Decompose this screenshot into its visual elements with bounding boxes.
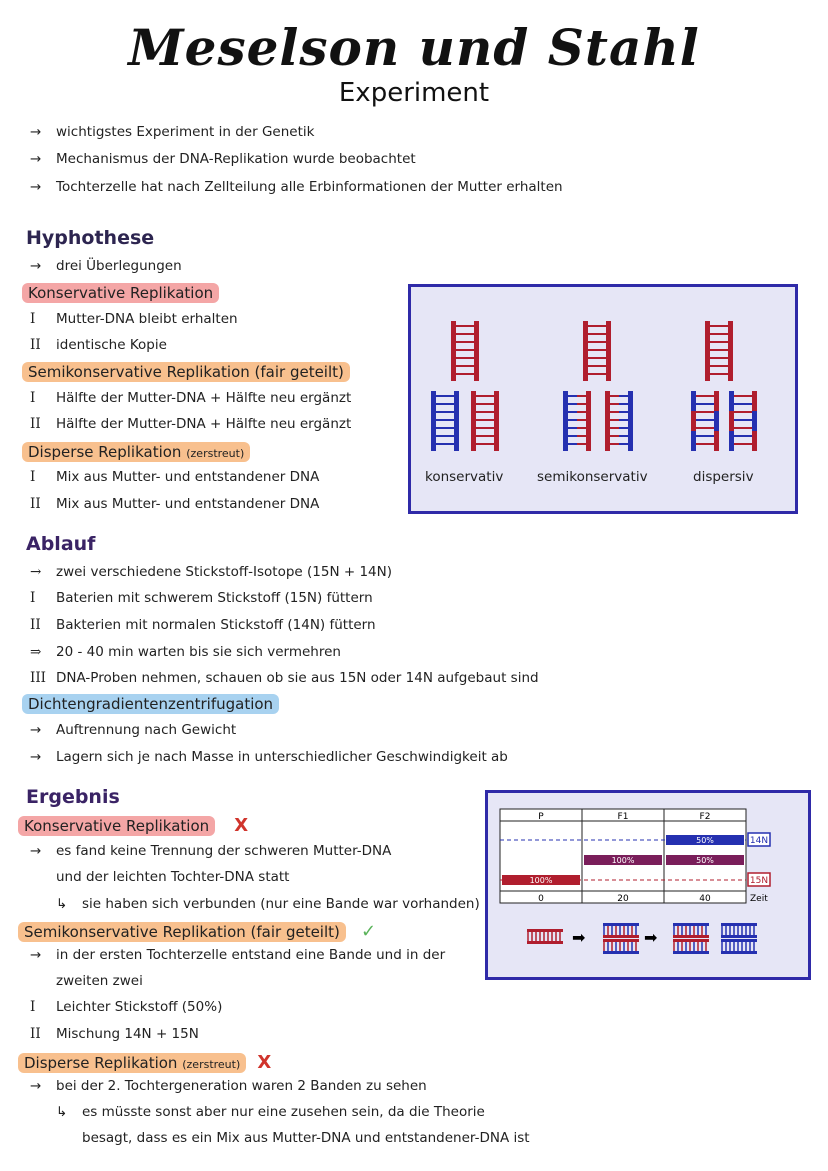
tick-cell [663,890,747,904]
arrow-icon: → [30,722,42,738]
daughter-dna-hybrid [604,390,634,452]
erg-line: →bei der 2. Tochtergeneration waren 2 Ba… [30,1078,427,1094]
parent-dna-semiconservative [582,320,612,382]
erg-line: ↳es müsste sonst aber nur eine zusehen s… [56,1104,485,1120]
dna-hybrid [603,923,639,938]
x-tick-label: 0 [538,894,544,904]
return-arrow-icon: ↳ [56,1104,68,1120]
dichte-line: →Auftrennung nach Gewicht [30,722,237,738]
page-title: Meselson und Stahl [128,18,700,77]
erg-konservativ-title: Konservative Replikation X [18,815,248,836]
arrow-icon: → [30,749,42,765]
label-dispersiv: dispersiv [693,469,754,485]
centrifugation-result-chart: P 0 F1 20 F2 40 Zeit 14N 15N 100% 100% 50% 50% ➡ ➡ [485,790,811,980]
arrow-icon: → [30,151,42,167]
hypothese-heading: Hyphothese [26,227,155,249]
side-label-box [747,832,771,847]
side-label-15n: 15N [750,876,768,886]
ablauf-heading: Ablauf [26,533,96,555]
check-icon: ✓ [360,921,377,942]
band-bar [666,855,744,865]
arrow-icon: → [30,947,42,963]
band-label: 100% [612,856,635,865]
band-bar [584,855,662,865]
parent-dna-dispersive [704,320,734,382]
dichte-title: Dichtengradientenzentrifugation [22,694,280,714]
dna-light [721,923,757,938]
intro-bullet: →wichtigstes Experiment in der Genetik [30,124,315,140]
cross-icon: X [234,815,249,836]
arrow-icon: → [30,843,42,859]
erg-line: →es fand keine Trennung der schweren Mut… [30,843,392,859]
band-label: 50% [696,836,714,845]
erg-line: zweiten zwei [56,973,143,989]
dichte-line: →Lagern sich je nach Masse in unterschie… [30,749,508,765]
erg-line: ↳sie haben sich verbunden (nur eine Band… [56,896,480,912]
daughter-dna-mixed [690,390,720,452]
dna-light [721,939,757,954]
return-arrow-icon: ↳ [56,896,68,912]
erg-dispers-title: Disperse Replikation (zerstreut) X [18,1052,271,1073]
intro-bullet: →Tochterzelle hat nach Zellteilung alle … [30,179,563,195]
daughter-dna-mixed [728,390,758,452]
hypothese-intro: →drei Überlegungen [30,258,182,274]
band-label: 50% [696,856,714,865]
x-tick-label: 40 [699,894,711,904]
ablauf-line: ⇒20 - 40 min warten bis sie sich vermehr… [30,644,341,660]
semikonservativ-title: Semikonservative Replikation (fair getei… [22,362,350,382]
dna-hybrid [603,939,639,954]
dna-hybrid [673,923,709,938]
side-label-14n: 14N [750,836,768,846]
page-subtitle: Experiment [338,78,490,108]
arrow-right-icon: ➡ [644,928,657,947]
intro-bullet: →Mechanismus der DNA-Replikation wurde b… [30,151,416,167]
band-label: 100% [530,876,553,885]
daughter-dna-hybrid [562,390,592,452]
parent-dna-conservative [450,320,480,382]
erg-line: und der leichten Tochter-DNA statt [56,869,290,885]
band-chart-svg: P 0 F1 20 F2 40 Zeit 14N 15N 100% 100% 50% 50% ➡ ➡ [499,808,771,954]
cross-icon: X [257,1052,272,1073]
x-tick-label: 20 [617,894,629,904]
arrow-icon: → [30,124,42,140]
column-header: F1 [618,812,629,822]
erg-semikonservativ-title: Semikonservative Replikation (fair getei… [18,921,376,942]
erg-line: →in der ersten Tochterzelle entstand ein… [30,947,446,963]
arrow-icon: → [30,179,42,195]
band-bar [502,875,580,885]
arrow-icon: → [30,1078,42,1094]
arrow-right-icon: ➡ [572,928,585,947]
konservativ-title: Konservative Replikation [22,283,220,303]
arrow-icon: → [30,258,42,274]
replication-models-diagram: konservativ semikonservativ dispersiv [408,284,798,514]
daughter-dna-light [430,390,460,452]
ablauf-line: →zwei verschiedene Stickstoff-Isotope (1… [30,564,393,580]
dna-heavy [527,929,563,944]
column-header: P [538,812,544,822]
label-konservativ: konservativ [425,469,504,485]
band-bar [666,835,744,845]
side-label-box [747,872,771,887]
x-axis-label: Zeit [750,894,768,904]
ergebnis-heading: Ergebnis [26,786,120,808]
daughter-dna-heavy [470,390,500,452]
erg-line: besagt, dass es ein Mix aus Mutter-DNA u… [82,1130,530,1146]
column-header: F2 [700,812,711,822]
dna-hybrid [673,939,709,954]
label-semikonservativ: semikonservativ [537,469,648,485]
dispers-title: Disperse Replikation (zerstreut) [22,442,251,462]
